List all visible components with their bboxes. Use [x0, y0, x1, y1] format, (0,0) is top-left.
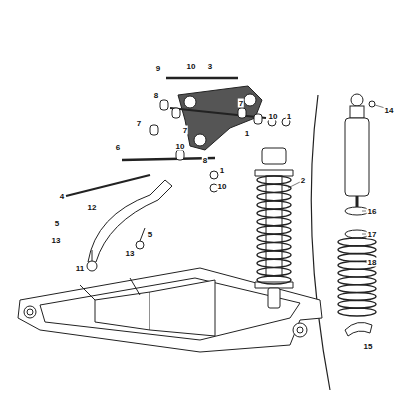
shock-body	[345, 94, 375, 238]
swingarm	[18, 268, 322, 352]
callout-number: 7	[238, 99, 244, 108]
spring-coil	[338, 285, 376, 293]
callout-number: 1	[244, 129, 250, 138]
callout-number: 10	[175, 142, 186, 151]
callout-number: 8	[153, 91, 159, 100]
callout-number: 10	[268, 112, 279, 121]
spring-coil	[338, 300, 376, 308]
spring	[338, 238, 376, 316]
spring-coil	[257, 276, 291, 284]
shock-absorber	[255, 148, 293, 308]
callout-number: 5	[54, 219, 60, 228]
callout-number: 16	[367, 207, 378, 216]
spring-retainer	[345, 322, 372, 336]
spring-coil	[257, 218, 291, 226]
callout-number: 3	[207, 62, 213, 71]
rocker-arm	[122, 78, 266, 160]
callout-number: 7	[136, 119, 142, 128]
callout-number: 10	[217, 182, 228, 191]
spring-coil	[257, 193, 291, 201]
leader-lines	[288, 105, 385, 234]
separation-line	[311, 95, 330, 390]
spring-coil	[257, 234, 291, 242]
callout-number: 14	[384, 106, 395, 115]
callout-number: 1	[286, 112, 292, 121]
spring-coil	[257, 209, 291, 217]
callout-number: 1	[219, 166, 225, 175]
spring-coil	[257, 226, 291, 234]
spring-coil	[338, 246, 376, 254]
callout-number: 7	[182, 126, 188, 135]
tie-rod	[66, 175, 172, 271]
callout-number: 15	[363, 342, 374, 351]
spring-coil	[257, 184, 291, 192]
spring-coil	[257, 201, 291, 209]
spring-coil	[257, 243, 291, 251]
shock-spring	[257, 176, 291, 284]
callout-number: 13	[51, 236, 62, 245]
callout-number: 17	[367, 230, 378, 239]
callout-number: 13	[125, 249, 136, 258]
spring-coil	[338, 238, 376, 246]
callout-number: 5	[147, 230, 153, 239]
spring-coil	[257, 259, 291, 267]
callout-number: 6	[115, 143, 121, 152]
spring-coil	[257, 251, 291, 259]
callout-number: 2	[300, 176, 306, 185]
spring-coil	[338, 269, 376, 277]
callout-number: 18	[367, 258, 378, 267]
callout-number: 11	[75, 264, 85, 273]
callout-number: 4	[59, 192, 65, 201]
spring-coil	[338, 292, 376, 300]
spring-coil	[257, 268, 291, 276]
callout-number: 10	[186, 62, 197, 71]
spring-coil	[338, 277, 376, 285]
callout-number: 8	[202, 156, 208, 165]
spring-coil	[257, 176, 291, 184]
spring-coil	[338, 308, 376, 316]
callout-number: 12	[87, 203, 98, 212]
callout-number: 9	[155, 64, 161, 73]
